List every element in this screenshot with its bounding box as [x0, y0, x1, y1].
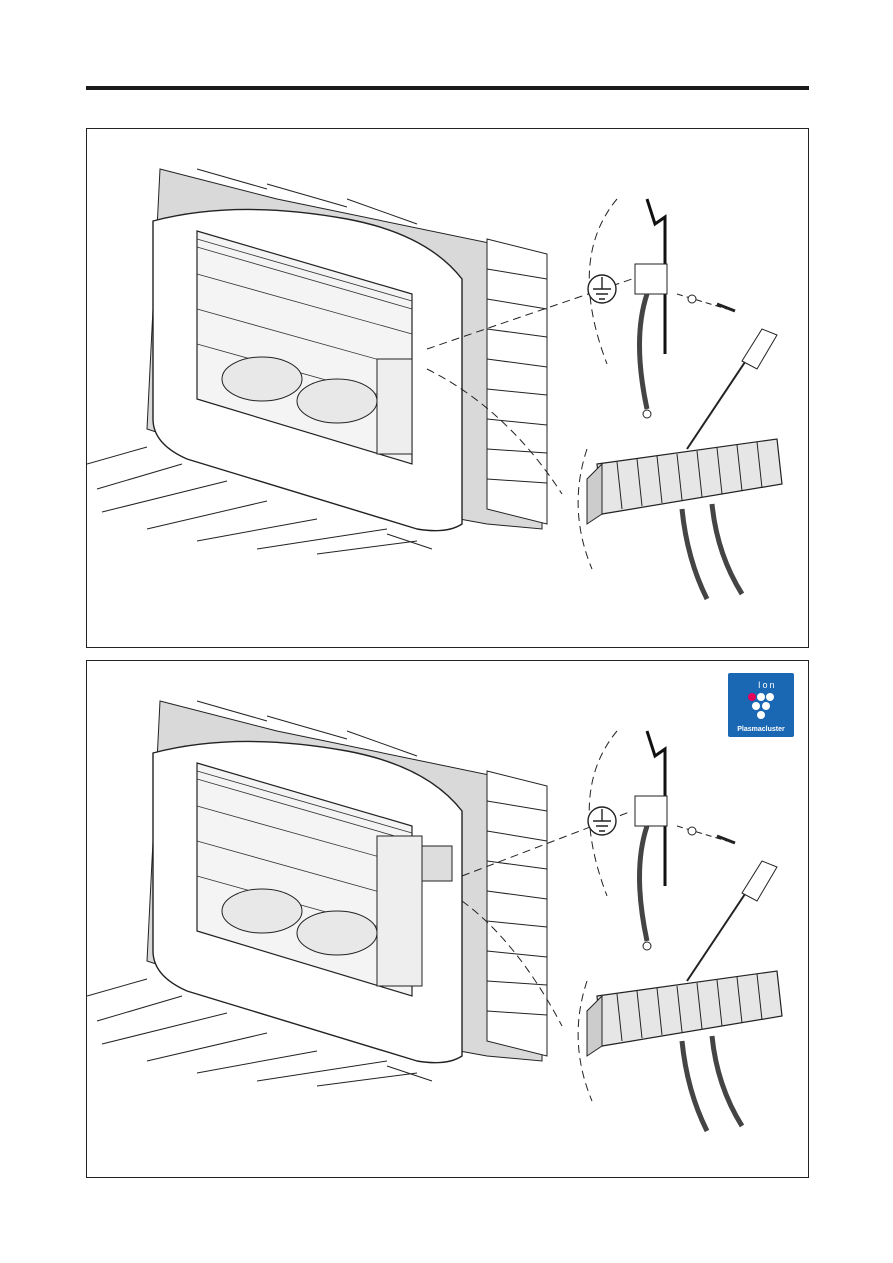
plasmacluster-logo: Ion Plasmacluster [728, 673, 794, 737]
screwdriver-shaft [687, 891, 747, 981]
ion-generator-module [422, 846, 452, 881]
screw-icon [688, 827, 696, 835]
ground-cable [640, 294, 648, 409]
screw-icon [688, 295, 696, 303]
power-cable-2 [712, 1036, 742, 1126]
fan-right [297, 379, 377, 423]
fan-left [222, 357, 302, 401]
electrical-box [377, 359, 412, 454]
ground-bracket [635, 796, 667, 826]
logo-brand-text: Plasmacluster [728, 726, 794, 733]
illustration-panel-1 [86, 128, 809, 648]
ground-bracket [635, 264, 667, 294]
screwdriver-icon [742, 329, 777, 369]
unit-wiring-illustration-plasmacluster [87, 661, 808, 1177]
ground-cable [640, 826, 648, 941]
illustration-panel-2: Ion Plasmacluster [86, 660, 809, 1178]
power-cable-1 [682, 509, 707, 599]
header-rule [86, 86, 809, 90]
fan-left [222, 889, 302, 933]
power-cable-1 [682, 1041, 707, 1131]
screwdriver-shaft [687, 359, 747, 449]
electrical-box [377, 836, 422, 986]
unit-wiring-illustration [87, 129, 808, 647]
fan-right [297, 911, 377, 955]
screwdriver-icon [742, 861, 777, 901]
power-cable-2 [712, 504, 742, 594]
